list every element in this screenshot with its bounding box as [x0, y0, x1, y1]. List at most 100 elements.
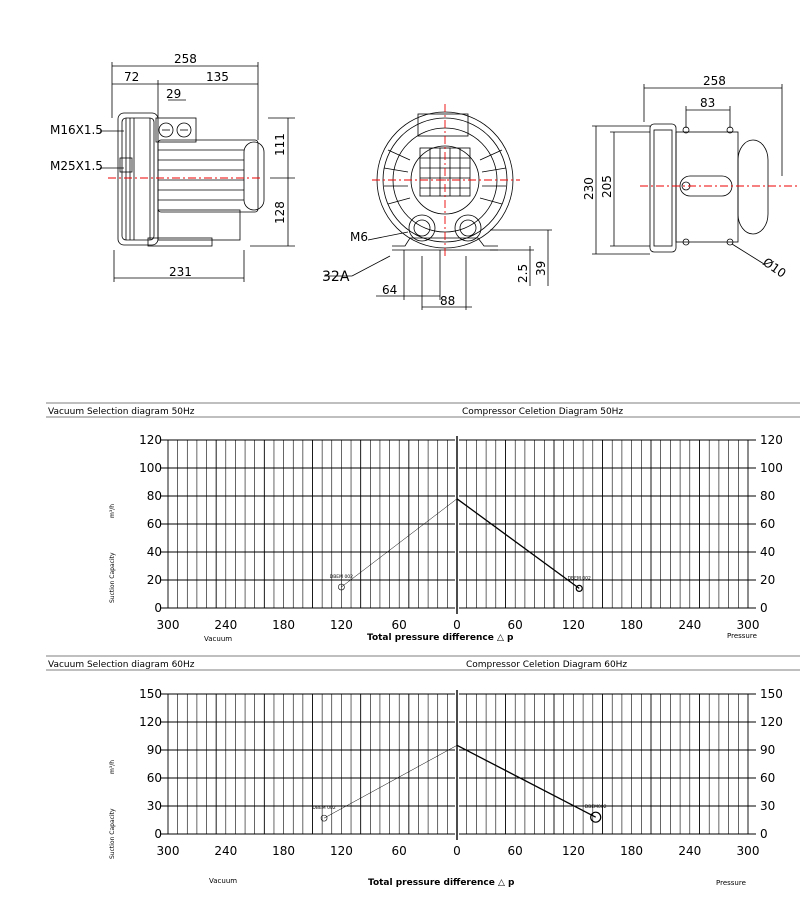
mount-thread-label: M6	[350, 230, 368, 244]
model-label: DBEM 002	[330, 574, 353, 580]
dim-258-rear: 258	[703, 74, 726, 88]
chart-50hz-xlabel-right: Pressure	[727, 632, 757, 640]
x-tick-label-right: 120	[562, 618, 585, 632]
x-tick-label-right: 120	[562, 844, 585, 858]
x-tick-label-left: 240	[214, 618, 237, 632]
x-tick-label-left: 300	[157, 618, 180, 632]
y-tick-label-left: 150	[139, 687, 162, 701]
y-tick-label-right: 0	[760, 827, 768, 841]
thread-m25-label: M25X1.5	[50, 159, 103, 173]
dim-39: 39	[534, 261, 548, 276]
port-size-label: 32A	[322, 269, 350, 285]
chart-50hz-ylabel: Suction Capacity	[109, 552, 116, 603]
y-tick-label-right: 60	[760, 517, 775, 531]
x-tick-label-left: 180	[272, 618, 295, 632]
y-tick-label-right: 90	[760, 743, 775, 757]
side-view	[100, 62, 295, 282]
model-label: DBEM 002	[568, 575, 591, 581]
y-tick-label-left: 40	[147, 545, 162, 559]
dim-258-side: 258	[174, 52, 197, 66]
chart-50hz: Vacuum Selection diagram 50Hz Compressor…	[46, 402, 800, 643]
x-tick-label-left: 240	[214, 844, 237, 858]
y-tick-label-left: 90	[147, 743, 162, 757]
model-label: DBEM 002	[312, 805, 335, 811]
y-tick-label-left: 20	[147, 573, 162, 587]
x-tick-label-left: 300	[157, 844, 180, 858]
dim-72: 72	[124, 70, 139, 84]
dim-29: 29	[166, 87, 181, 101]
thread-m16-label: M16X1.5	[50, 123, 103, 137]
dim-88: 88	[440, 294, 455, 308]
y-tick-label-left: 80	[147, 489, 162, 503]
performance-curve	[456, 498, 580, 589]
chart-50hz-left-title: Vacuum Selection diagram 50Hz	[48, 407, 195, 417]
dim-205: 205	[600, 175, 614, 198]
front-view	[324, 104, 552, 310]
y-tick-label-left: 0	[154, 827, 162, 841]
dim-2-5: 2.5	[516, 264, 530, 283]
x-tick-label-left: 0	[453, 618, 461, 632]
dim-231: 231	[169, 265, 192, 279]
performance-curve	[341, 498, 458, 588]
x-tick-label-right: 180	[620, 618, 643, 632]
operating-point-marker	[590, 811, 602, 823]
model-label: DBEM002	[585, 804, 607, 810]
x-tick-label-right: 240	[678, 844, 701, 858]
x-tick-label-left: 60	[392, 618, 407, 632]
y-tick-label-right: 100	[760, 461, 783, 475]
dim-135: 135	[206, 70, 229, 84]
chart-60hz-left-title: Vacuum Selection diagram 60Hz	[48, 660, 195, 670]
operating-point-marker	[575, 584, 583, 592]
chart-50hz-right-title: Compressor Celetion Diagram 50Hz	[462, 407, 623, 417]
x-tick-label-right: 60	[508, 618, 523, 632]
x-tick-label-left: 120	[330, 844, 353, 858]
y-tick-label-right: 120	[760, 715, 783, 729]
technical-drawing: 258 72 135 29 M16X1.5 M25X1.5 231 111 12…	[50, 52, 800, 310]
x-tick-label-right: 180	[620, 844, 643, 858]
y-tick-label-right: 120	[760, 433, 783, 447]
chart-50hz-yunit: m³/h	[109, 504, 116, 518]
dim-83: 83	[700, 96, 715, 110]
chart-60hz-xlabel-left: Vacuum	[209, 877, 237, 885]
x-tick-label-left: 120	[330, 618, 353, 632]
chart-50hz-xlabel-left: Vacuum	[204, 635, 232, 643]
y-tick-label-left: 60	[147, 517, 162, 531]
chart-50hz-xlabel-center: Total pressure difference △ p	[367, 633, 514, 643]
chart-60hz-yunit: m³/h	[109, 760, 116, 774]
chart-60hz-ylabel: Suction Capacity	[109, 808, 116, 859]
chart-60hz-right-title: Compressor Celetion Diagram 60Hz	[466, 660, 627, 670]
y-tick-label-left: 0	[154, 601, 162, 615]
y-tick-label-right: 60	[760, 771, 775, 785]
x-tick-label-right: 300	[737, 618, 760, 632]
y-tick-label-right: 80	[760, 489, 775, 503]
x-tick-label-left: 180	[272, 844, 295, 858]
operating-point-marker	[338, 583, 345, 591]
dim-128: 128	[273, 201, 287, 224]
y-tick-label-right: 0	[760, 601, 768, 615]
dim-dia10: Ø10	[760, 255, 788, 281]
x-tick-label-left: 60	[392, 844, 407, 858]
dim-230: 230	[582, 177, 596, 200]
y-tick-label-right: 20	[760, 573, 775, 587]
x-tick-label-left: 0	[453, 844, 461, 858]
chart-60hz: Vacuum Selection diagram 60Hz Compressor…	[46, 655, 800, 888]
chart-60hz-xlabel-right: Pressure	[716, 879, 746, 887]
y-tick-label-left: 60	[147, 771, 162, 785]
y-tick-label-right: 30	[760, 799, 775, 813]
x-tick-label-right: 240	[678, 618, 701, 632]
y-tick-label-left: 30	[147, 799, 162, 813]
y-tick-label-left: 100	[139, 461, 162, 475]
y-tick-label-right: 40	[760, 545, 775, 559]
dim-111: 111	[273, 133, 287, 156]
performance-curve	[323, 745, 458, 819]
y-tick-label-left: 120	[139, 433, 162, 447]
y-tick-label-left: 120	[139, 715, 162, 729]
performance-curve	[456, 744, 597, 818]
x-tick-label-right: 60	[508, 844, 523, 858]
rear-view	[592, 84, 800, 265]
y-tick-label-right: 150	[760, 687, 783, 701]
operating-point-marker	[320, 814, 328, 822]
x-tick-label-right: 300	[737, 844, 760, 858]
dim-64: 64	[382, 283, 397, 297]
chart-60hz-xlabel-center: Total pressure difference △ p	[368, 878, 515, 888]
